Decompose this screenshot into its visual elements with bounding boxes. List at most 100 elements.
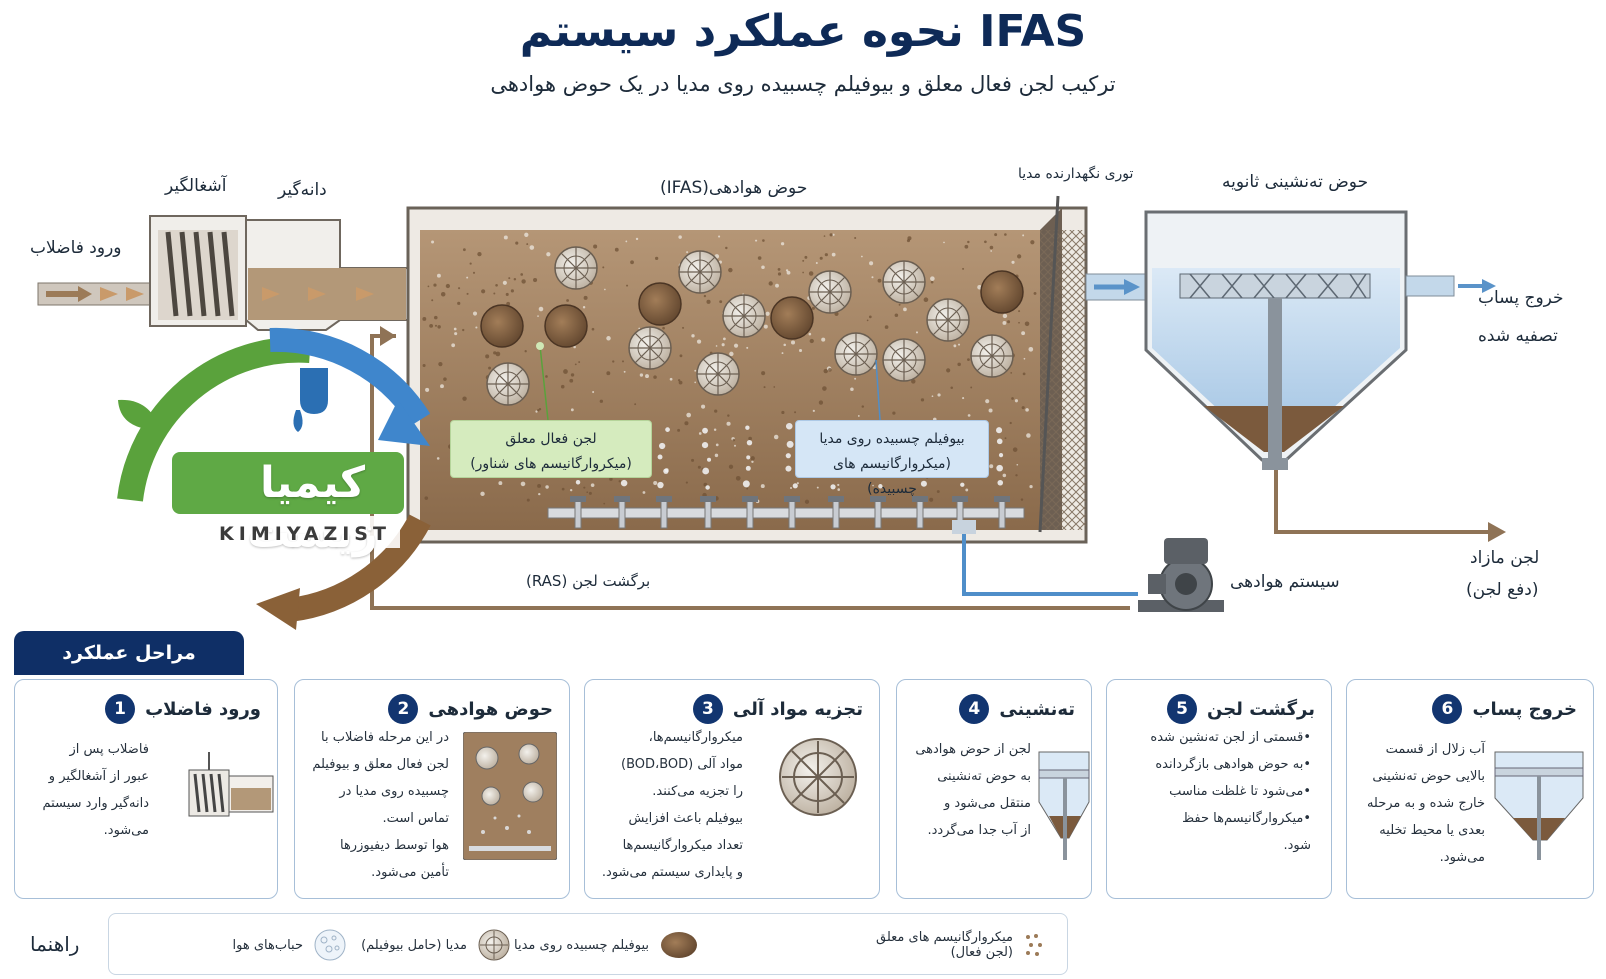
- floc-particle: [485, 354, 490, 359]
- waste-sludge-label-2: (دفع لجن): [1466, 580, 1539, 600]
- floc-particle: [1024, 321, 1030, 327]
- floc-particle: [520, 273, 524, 276]
- media-carrier: [628, 326, 672, 370]
- floc-particle: [721, 343, 725, 347]
- floc-particle: [445, 283, 451, 289]
- floc-particle: [537, 484, 541, 488]
- floc-particle: [493, 351, 497, 355]
- floc-particle: [623, 370, 626, 373]
- floc-particle: [715, 345, 718, 347]
- floc-particle: [967, 414, 971, 417]
- floc-particle: [569, 378, 574, 383]
- floc-particle: [609, 477, 613, 481]
- biofilm-callout-title: بیوفیلم چسبیده روی مدیا: [819, 431, 965, 447]
- media-carrier: [808, 270, 852, 314]
- diffuser: [994, 427, 1010, 529]
- floc-particle: [696, 339, 702, 344]
- floc-particle: [454, 332, 458, 336]
- biofilm-carrier: [980, 270, 1024, 314]
- floc-particle: [697, 465, 701, 469]
- floc-particle: [989, 464, 994, 469]
- floc-particle: [684, 421, 689, 426]
- diffuser: [700, 427, 716, 529]
- floc-particle: [832, 233, 835, 236]
- floc-particle: [828, 368, 832, 372]
- floc-particle: [591, 327, 595, 331]
- process-diagram: [37, 195, 1506, 630]
- floc-particle: [582, 306, 586, 309]
- floc-particle: [703, 482, 708, 487]
- floc-particle: [920, 398, 925, 402]
- floc-particle: [866, 319, 869, 322]
- floc-particle: [686, 251, 689, 254]
- step-body: •قسمتی از لجن ته‌نشین شده •به حوض هوادهی…: [1150, 730, 1311, 853]
- floc-particle: [733, 343, 739, 348]
- floc-particle: [495, 283, 498, 287]
- floc-particle: [495, 351, 501, 357]
- floc-particle: [1011, 260, 1015, 264]
- floc-particle: [626, 284, 629, 287]
- floc-particle: [808, 332, 812, 336]
- floc-particle: [520, 481, 526, 487]
- floc-particle: [436, 457, 440, 460]
- floc-particle: [781, 352, 784, 355]
- floc-particle: [790, 486, 793, 489]
- biofilm-carrier: [480, 304, 524, 348]
- floc-particle: [746, 487, 749, 490]
- floc-particle: [694, 369, 697, 372]
- floc-particle: [892, 411, 896, 415]
- floc-particle: [970, 386, 973, 389]
- floc-particle: [869, 261, 874, 266]
- legend-label: حباب‌های هوا: [232, 937, 303, 953]
- steps-tab: مراحل عملکرد: [14, 631, 244, 675]
- floc-particle: [698, 432, 702, 435]
- floc-particle: [475, 326, 478, 329]
- floc-particle: [794, 411, 797, 414]
- step-number: 6: [1432, 694, 1463, 724]
- floc-particle: [621, 360, 624, 363]
- floc-particle: [937, 393, 941, 397]
- floc-particle: [612, 360, 615, 363]
- floc-particle: [560, 384, 565, 389]
- floc-particle: [639, 373, 644, 377]
- media-carrier: [722, 294, 766, 338]
- floc-particle: [488, 366, 492, 370]
- floc-particle: [791, 340, 796, 345]
- floc-particle: [815, 261, 818, 264]
- floc-particle: [694, 381, 697, 384]
- floc-particle: [678, 380, 683, 385]
- floc-particle: [508, 277, 511, 280]
- floc-particle: [662, 326, 665, 330]
- floc-particle: [783, 343, 786, 347]
- floc-particle: [526, 243, 529, 246]
- media-carrier: [882, 260, 926, 304]
- floc-particle: [493, 292, 496, 295]
- floc-particle: [804, 499, 810, 504]
- floc-particle: [1007, 320, 1011, 324]
- media-icon: [478, 929, 510, 961]
- floc-particle: [437, 325, 441, 329]
- floc-particle: [1002, 321, 1007, 325]
- floc-particle: [734, 444, 737, 447]
- floc-particle: [1004, 437, 1007, 440]
- floc-particle: [458, 287, 461, 290]
- floc-particle: [437, 273, 441, 278]
- floc-particle: [691, 334, 695, 338]
- step-title: برگشت لجن: [1207, 698, 1315, 720]
- floc-particle: [915, 331, 919, 334]
- floc-particle: [877, 278, 882, 283]
- floc-particle: [823, 235, 826, 237]
- floc-particle: [691, 458, 695, 462]
- floc-particle: [642, 491, 646, 494]
- legend-item-biofilm: بیوفیلم چسبیده روی مدیا: [514, 914, 699, 976]
- floc-particle: [773, 386, 776, 388]
- media-carrier: [486, 362, 530, 406]
- effluent-label-2: تصفیه شده: [1478, 326, 1558, 346]
- floc-particle: [962, 397, 965, 400]
- floc-particle: [537, 409, 540, 412]
- floc-particle: [729, 351, 734, 357]
- floc-particle: [481, 289, 486, 294]
- floc-particle: [634, 403, 637, 406]
- media-carrier: [882, 338, 926, 382]
- floc-particle: [781, 410, 785, 415]
